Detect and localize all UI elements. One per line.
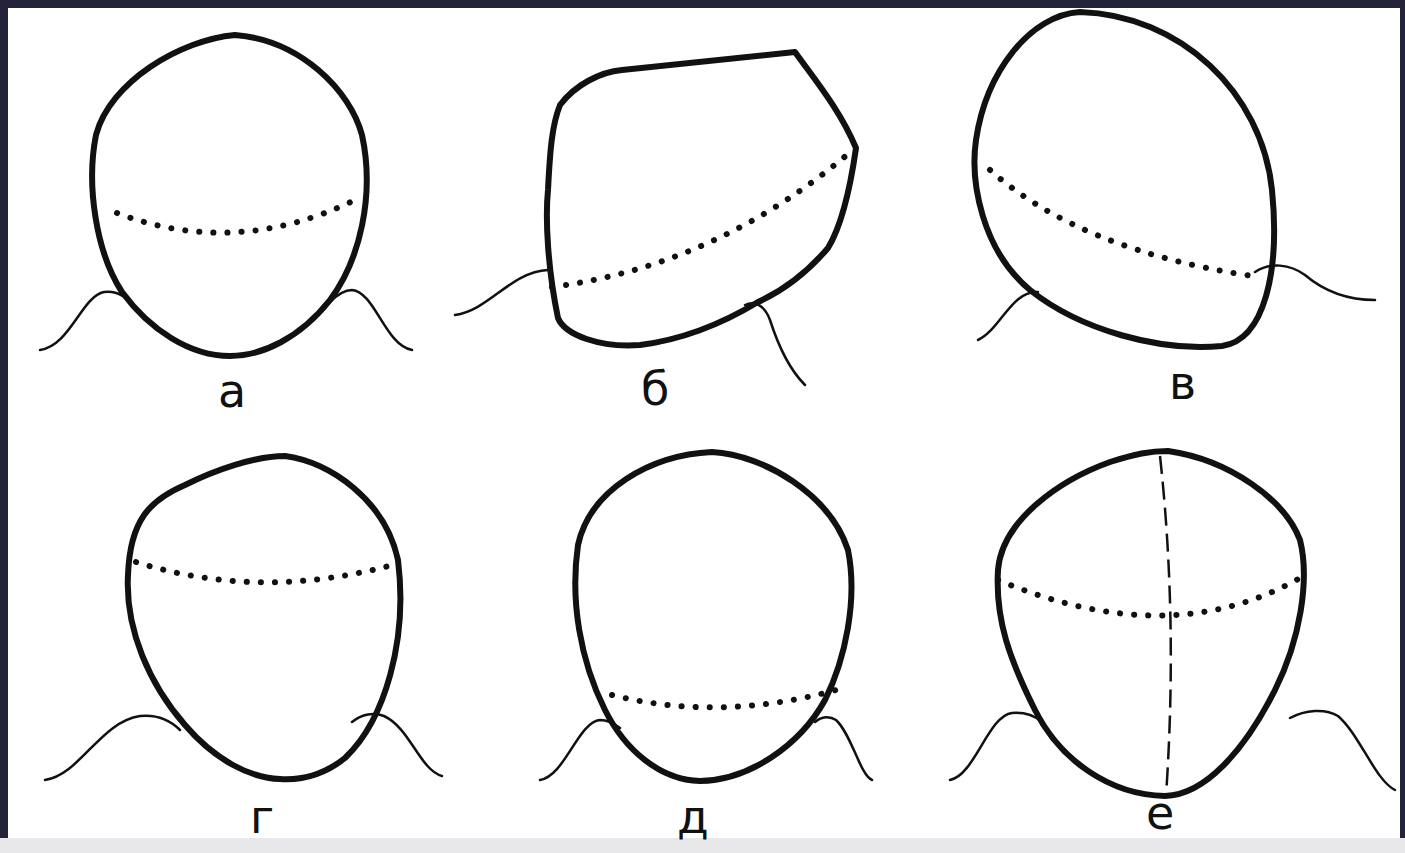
figure-letter: а	[218, 368, 246, 414]
figure-letter: е	[1146, 790, 1174, 836]
figure-letter: г	[250, 794, 274, 840]
figure-letter: д	[677, 794, 709, 840]
figure-letter: б	[641, 366, 669, 412]
white-panel	[8, 8, 1400, 838]
bottom-bar	[0, 838, 1405, 853]
figure-letter: в	[1169, 360, 1196, 406]
